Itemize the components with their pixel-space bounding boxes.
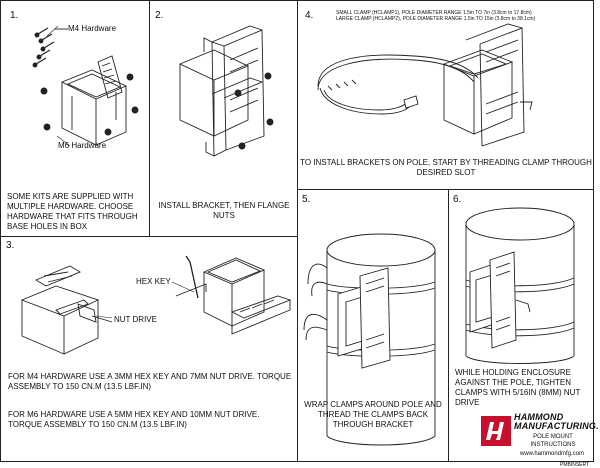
document-number: PMBINSERT bbox=[560, 462, 590, 468]
clamp-size-range: LARGE CLAMP (HCLAMP2), POLE DIAMETER RAN… bbox=[336, 16, 536, 22]
nut-drive-icon bbox=[77, 303, 113, 323]
step-6-caption: WHILE HOLDING ENCLOSURE AGAINST THE POLE… bbox=[455, 368, 581, 407]
mounting-bracket-icon bbox=[97, 55, 123, 99]
m4-hardware-label: M4 Hardware bbox=[68, 24, 117, 33]
base-box-icon bbox=[60, 69, 128, 146]
step-number: 4. bbox=[305, 10, 314, 21]
pole-icon bbox=[326, 233, 436, 446]
divider bbox=[0, 236, 297, 237]
divider bbox=[297, 0, 298, 462]
step-4-caption: TO INSTALL BRACKETS ON POLE, START BY TH… bbox=[300, 158, 592, 177]
hex-key-box-icon bbox=[175, 257, 292, 335]
pointer-line bbox=[95, 281, 195, 319]
step-number: 2. bbox=[155, 10, 164, 21]
step-1-caption: SOME KITS ARE SUPPLIED WITH MULTIPLE HAR… bbox=[7, 192, 138, 231]
hose-clamp-icon bbox=[317, 54, 479, 115]
brand-name-line2: MANUFACTURING. bbox=[514, 421, 599, 431]
mounted-enclosure-icon bbox=[337, 267, 391, 369]
hex-key-label: HEX KEY bbox=[136, 277, 171, 286]
hammond-logo-icon bbox=[481, 416, 511, 446]
nut-drive-label: NUT DRIVE bbox=[114, 315, 157, 324]
mounted-enclosure-icon bbox=[469, 251, 531, 349]
m6-torque-instruction: FOR M6 HARDWARE USE A 5mm HEX KEY AND 10… bbox=[8, 410, 260, 429]
step-number: 6. bbox=[453, 194, 462, 205]
document-title: POLE MOUNT bbox=[533, 434, 573, 440]
bracket-box-icon bbox=[178, 25, 265, 157]
divider bbox=[297, 189, 594, 190]
m4-torque-instruction: FOR M4 HARDWARE USE A 3mm HEX KEY AND 7m… bbox=[8, 372, 292, 391]
hardware-screws-icon bbox=[32, 27, 68, 68]
step-2-caption: INSTALL BRACKET, THEN FLANGE NUTS bbox=[158, 201, 290, 220]
step-5-caption: WRAP CLAMPS AROUND POLE AND THREAD THE C… bbox=[304, 400, 442, 429]
website-url: www.hammondmfg.com bbox=[520, 451, 585, 457]
divider bbox=[448, 189, 449, 462]
pointer-line bbox=[46, 25, 71, 147]
box-with-bracket-icon bbox=[20, 265, 100, 355]
divider bbox=[149, 0, 150, 236]
m6-hardware-label: M6 Hardware bbox=[58, 141, 107, 150]
pole-icon bbox=[465, 207, 575, 364]
step-number: 5. bbox=[302, 194, 311, 205]
nut-icon bbox=[234, 72, 274, 150]
step-number: 1. bbox=[10, 10, 19, 21]
enclosure-icon bbox=[442, 23, 533, 147]
brand-name-line1: HAMMOND bbox=[514, 412, 564, 422]
hex-key-icon bbox=[185, 255, 199, 299]
document-title: INSTRUCTIONS bbox=[530, 442, 576, 448]
nut-icon bbox=[40, 73, 139, 136]
clamp-size-range: SMALL CLAMP (HCLAMP1), POLE DIAMETER RAN… bbox=[336, 10, 532, 16]
step-number: 3. bbox=[6, 240, 15, 251]
